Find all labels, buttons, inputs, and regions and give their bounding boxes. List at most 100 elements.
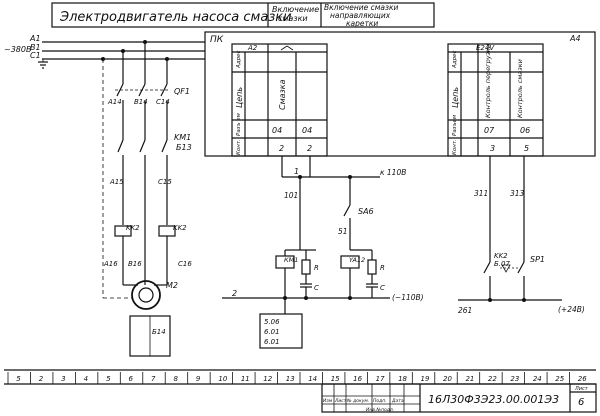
title-col1-line2: смазки — [278, 14, 308, 23]
wire-c15: C15 — [158, 178, 172, 186]
ref-2: 6.01 — [264, 328, 280, 336]
ruler-zone-label: 4 — [84, 375, 88, 383]
wire-a16: A16 — [103, 260, 118, 268]
pk-conn-1: 04 — [272, 126, 282, 135]
power-circuit: QF1 A14 B14 C14 KM1 Б13 A15 C15 KK2 KK2 … — [101, 40, 192, 357]
ruler-zone-label: 21 — [465, 375, 474, 383]
contactor-ref: Б13 — [176, 143, 192, 152]
title-main: Электродвигатель насоса смазки — [59, 10, 292, 25]
pk-conn-2: 04 — [302, 126, 312, 135]
e24-conn-1: 07 — [484, 126, 495, 135]
gnd-label: 261 — [458, 306, 472, 315]
ruler-zone-label: 8 — [173, 375, 178, 383]
ref-3: 6.01 — [264, 338, 280, 346]
e24-row-chain: Цепь — [451, 87, 460, 108]
ruler-zone-label: 15 — [331, 375, 340, 383]
ruler-zone-label: 12 — [263, 375, 272, 383]
e24-conn-2: 06 — [520, 126, 530, 135]
card-e24v: E24V — [476, 44, 495, 52]
wire-101: 101 — [284, 191, 298, 200]
ruler-zone-label: 7 — [151, 375, 156, 383]
ruler-zone-label: 22 — [488, 375, 497, 383]
ruler-zone-label: 9 — [196, 375, 201, 383]
contactor-label: KM1 — [174, 133, 191, 142]
e24-contact-1: 3 — [490, 144, 495, 153]
pk-block: ПК A4 A2 Адрес Цепь Разъ ем Конт. Смазка… — [204, 31, 596, 157]
overload-label-1: KK2 — [126, 224, 140, 232]
wire-313: 313 — [510, 189, 525, 198]
ruler-zone-label: 24 — [533, 375, 542, 383]
ref-1: 5.06 — [264, 318, 280, 326]
wire-c16: C16 — [178, 260, 192, 268]
pk-row-addr: Адрес — [236, 51, 242, 69]
stamp-col-doc: № докум. — [346, 398, 369, 404]
phase-b1: B1 — [30, 43, 41, 52]
e24-row-addr: Адрес — [452, 51, 458, 69]
ruler-zone-label: 6 — [129, 375, 134, 383]
c-label-1: C — [314, 284, 319, 292]
stamp-col-sign: Подп. — [373, 398, 387, 404]
ref-110v: к 110В — [380, 168, 406, 177]
e24-chain-2: Контроль смазки — [516, 59, 524, 118]
ruler-zone-label: 13 — [286, 375, 295, 383]
wire-a15: A15 — [109, 178, 124, 186]
kk2-ref: Б.07 — [494, 260, 510, 268]
plus-24v: (+24В) — [558, 305, 585, 314]
e24-control-circuit: 311 313 KK2 Б.07 SP1 261 (+24В) — [458, 156, 585, 315]
ruler-zone-label: 19 — [421, 375, 430, 383]
coil-ya12: YA12 — [349, 256, 365, 264]
pk-row-conn: Разъ ем — [236, 113, 242, 136]
phase-a1: A1 — [29, 34, 41, 43]
wire-311: 311 — [474, 189, 488, 198]
wire-b16: B16 — [128, 260, 142, 268]
supply-voltage: ~380В — [4, 45, 31, 54]
pk-label: ПК — [210, 35, 224, 45]
pk-control-circuit: 1 к 110В 101 SA6 51 КМ1 R C YA12 R — [222, 156, 424, 349]
r-label-2: R — [380, 264, 385, 272]
wire-51: 51 — [338, 227, 348, 236]
breaker-label: QF1 — [174, 87, 190, 96]
sheet-number: 6 — [578, 397, 584, 408]
inset-label: Б14 — [152, 328, 166, 336]
kk2-label: KK2 — [494, 252, 508, 260]
e24-chain-1: Контроль перегрузки — [484, 44, 492, 118]
supply-lines: A1 B1 C1 ~380В — [4, 34, 205, 69]
ruler-zone-label: 14 — [308, 375, 317, 383]
pk-contact-2: 2 — [307, 144, 312, 153]
ruler-zone-label: 23 — [510, 375, 519, 383]
overload-label-2: KK2 — [173, 224, 187, 232]
pk-row-contact: Конт. — [236, 139, 242, 155]
terminal-c14: C14 — [156, 98, 170, 106]
ruler-zone-label: 17 — [376, 375, 385, 383]
switch-sa6: SA6 — [358, 207, 374, 216]
ruler-zone-label: 18 — [398, 375, 407, 383]
ruler-zone-label: 16 — [353, 375, 362, 383]
e24-row-conn: Разъем — [452, 115, 458, 136]
wire-2: 2 — [232, 289, 237, 298]
card-a2: A2 — [247, 44, 258, 52]
title-col1-line1: Включение — [272, 5, 319, 14]
sheet-label: A4 — [569, 34, 581, 43]
document-code: 16Л30Ф3Э23.00.001Э3 — [428, 393, 559, 406]
stamp: Изм Лист № докум. Подп. Дата Инв.№подл. … — [321, 383, 597, 413]
title-block: Электродвигатель насоса смазки Включение… — [51, 2, 435, 28]
c-label-2: C — [380, 284, 385, 292]
r-label-1: R — [314, 264, 319, 272]
pk-row-chain: Цепь — [235, 87, 244, 108]
e24-contact-2: 5 — [524, 144, 529, 153]
sp1-label: SP1 — [530, 255, 545, 264]
pk-contact-1: 2 — [279, 144, 284, 153]
ruler-zone-label: 3 — [61, 375, 65, 383]
coil-km1: КМ1 — [284, 256, 298, 264]
terminal-a14: A14 — [107, 98, 122, 106]
title-col2-line3: каретки — [346, 19, 378, 28]
ruler-zone-label: 10 — [218, 375, 227, 383]
motor-label: M2 — [166, 281, 178, 290]
e24-row-contact: Конт. — [452, 139, 458, 155]
stamp-col-list: Лист — [334, 398, 347, 404]
pk-chain: Смазка — [278, 79, 287, 110]
title-col2-line1: Включение смазки — [324, 3, 398, 12]
stamp-col-date: Дата — [391, 398, 404, 404]
ruler-zone-label: 25 — [555, 375, 564, 383]
